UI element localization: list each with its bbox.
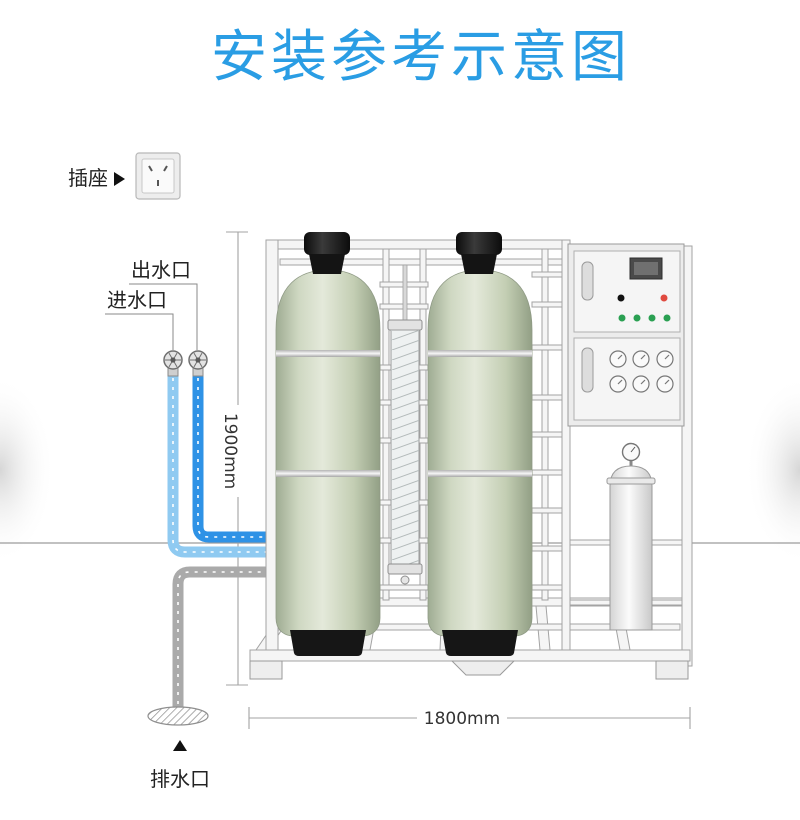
tank-base bbox=[290, 630, 366, 656]
status-indicator bbox=[663, 314, 671, 322]
page-title-text: 安装参考示意图 bbox=[211, 25, 631, 90]
inlet-pipe bbox=[167, 372, 276, 558]
width-dimension-label: 1800mm bbox=[424, 709, 500, 729]
drain-label: 排水口 bbox=[150, 767, 210, 791]
outlet-label: 出水口 bbox=[131, 258, 191, 282]
inlet-label: 进水口 bbox=[107, 288, 167, 312]
panel-handle-upper bbox=[581, 261, 594, 301]
water-treatment-unit bbox=[249, 232, 693, 680]
inlet-leader-line bbox=[105, 313, 174, 350]
inlet-valve-icon bbox=[163, 350, 183, 377]
power-indicator bbox=[617, 294, 625, 302]
drain-pipe bbox=[172, 566, 276, 710]
control-panel bbox=[567, 243, 685, 427]
tank-base bbox=[442, 630, 518, 656]
right-edge-shade bbox=[745, 375, 800, 565]
status-indicator bbox=[633, 314, 641, 322]
tank-valve-head bbox=[456, 232, 502, 255]
alarm-indicator bbox=[660, 294, 668, 302]
status-indicator bbox=[618, 314, 626, 322]
filter-tank-left bbox=[275, 232, 381, 656]
arrow-up-icon bbox=[173, 740, 187, 751]
pressure-gauge-icons bbox=[609, 350, 674, 393]
tank-valve-head bbox=[304, 232, 350, 255]
floor-drain-icon bbox=[147, 706, 209, 726]
panel-handle-lower bbox=[581, 347, 594, 393]
outlet-valve-icon bbox=[188, 350, 208, 377]
filter-tank-right bbox=[427, 232, 533, 656]
left-edge-shade bbox=[0, 375, 55, 565]
outlet-leader-line bbox=[129, 283, 198, 350]
membrane-tube bbox=[387, 264, 423, 585]
precision-filter bbox=[606, 442, 656, 631]
height-dimension: 1900mm bbox=[220, 231, 248, 686]
arrow-right-icon bbox=[114, 172, 125, 186]
status-indicator bbox=[648, 314, 656, 322]
socket-label: 插座 bbox=[68, 166, 108, 190]
frame-feet bbox=[249, 660, 689, 680]
socket-icon bbox=[135, 152, 181, 200]
outlet-pipe bbox=[192, 372, 276, 543]
height-dimension-label: 1900mm bbox=[220, 413, 240, 489]
width-dimension: 1800mm bbox=[248, 707, 691, 729]
